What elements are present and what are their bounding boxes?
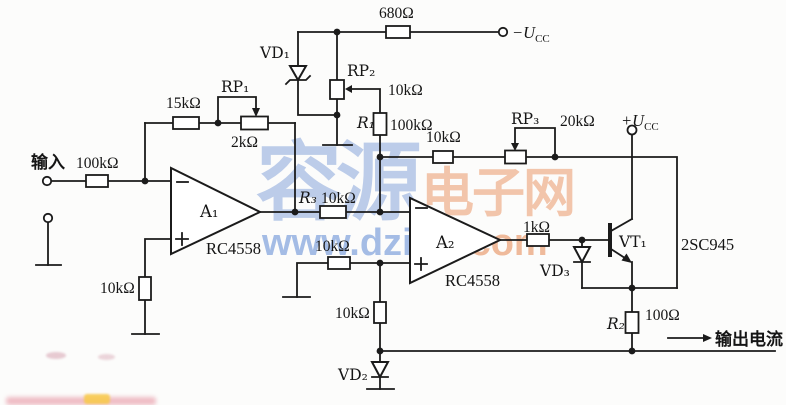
a2-triangle <box>409 196 503 285</box>
rp1-value: 2kΩ <box>231 134 258 151</box>
diode-vd3 <box>572 246 592 265</box>
resistor-r3-10k <box>319 205 347 219</box>
a1-name: A₁ <box>199 202 219 221</box>
input-label: 输入 <box>31 152 65 172</box>
input-terminal <box>41 175 53 187</box>
opamp-a1 <box>170 166 263 256</box>
a1-part: RC4558 <box>206 239 261 258</box>
resistor-feedback-15k <box>172 116 200 130</box>
diode-vd2 <box>370 361 390 380</box>
rp2-wiper-arrow <box>345 85 352 93</box>
resistor-a2-plus-10k <box>327 256 351 270</box>
r1-value: 100kΩ <box>390 117 433 134</box>
zener-vd1 <box>284 65 312 86</box>
resistor-r1-100k <box>372 112 388 136</box>
vt1-name: VT₁ <box>618 233 647 251</box>
neg-supply-label: −UCC <box>512 23 550 45</box>
sense-10k-value: 10kΩ <box>426 129 461 146</box>
r1-name: R₁ <box>356 114 375 132</box>
rp1-name: RP₁ <box>221 78 249 96</box>
rp3-name: RP₃ <box>511 110 539 128</box>
opamp-a2 <box>409 196 503 285</box>
vt1-collector <box>609 217 634 233</box>
potentiometer-rp2 <box>329 79 345 100</box>
wire-rp2-wiper-to-r1 <box>350 88 381 114</box>
resistor-r2-100 <box>624 311 640 334</box>
resistor-vd2-10k <box>373 301 387 324</box>
rp2-name: RP₂ <box>347 62 375 80</box>
components <box>41 25 712 380</box>
rp2-value: 10kΩ <box>388 82 423 99</box>
a1-triangle <box>170 166 263 256</box>
resistor-base-1k <box>526 233 550 247</box>
wire-a1-plus-branch <box>144 238 172 335</box>
labels: 输入 100kΩ 15kΩ RP₁ 2kΩ VD₁ 680Ω −UCC +UCC… <box>31 5 783 384</box>
rp3-value: 20kΩ <box>560 113 595 130</box>
vd1-cathode-bar <box>284 74 312 86</box>
feedback-15k-value: 15kΩ <box>166 95 201 112</box>
resistor-sense-10k <box>432 150 454 164</box>
potentiometer-rp1 <box>240 115 269 131</box>
a2-name: A₂ <box>435 233 455 252</box>
resistor-input-100k <box>85 174 109 188</box>
neg-supply-terminal <box>497 26 509 38</box>
vd1-name: VD₁ <box>259 44 290 62</box>
wire-sense-feedback-rail <box>379 156 678 289</box>
rp1-wiper-arrow <box>252 108 260 117</box>
a1-plus-10k-value: 10kΩ <box>100 280 135 297</box>
a1-plus-sign <box>175 232 189 246</box>
vd3-triangle <box>572 246 592 265</box>
r3-name: R₃ <box>298 189 317 207</box>
r2-value: 100Ω <box>645 307 680 324</box>
output-label: 输出电流 <box>715 329 783 349</box>
input-resistor-value: 100kΩ <box>76 155 119 172</box>
r2-name: R₂ <box>606 315 625 333</box>
vd2-triangle <box>370 361 390 380</box>
resistor-a1-plus-10k <box>138 276 152 301</box>
resistor-680-value: 680Ω <box>379 5 414 22</box>
a2-part: RC4558 <box>445 271 500 290</box>
transistor-vt1 <box>608 217 634 289</box>
vd2-10k-value: 10kΩ <box>335 305 370 322</box>
pos-supply-label: +UCC <box>621 111 659 133</box>
wire-a2-plus-input <box>296 262 411 298</box>
wire-vd1-branch <box>297 31 338 116</box>
base-1k-value: 1kΩ <box>523 219 550 236</box>
ground-terminal <box>42 212 54 224</box>
vd3-name: VD₃ <box>539 262 570 280</box>
r3-value: 10kΩ <box>321 190 356 207</box>
pos-supply-terminal <box>626 124 638 136</box>
vt1-part: 2SC945 <box>681 235 734 254</box>
a2-plus-10k-value: 10kΩ <box>315 238 350 255</box>
potentiometer-rp3 <box>504 149 527 165</box>
resistor-680 <box>385 25 411 39</box>
vd1-triangle <box>288 65 308 83</box>
output-arrowhead <box>703 334 712 342</box>
a2-plus-sign <box>414 257 428 271</box>
vd2-name: VD₂ <box>337 366 368 384</box>
junction-dots <box>141 28 636 355</box>
vt1-emitter-arrow <box>621 253 632 263</box>
rp3-wiper-arrow <box>511 143 519 151</box>
wire-rp1-wiper-loop <box>217 96 257 124</box>
wire-input-row <box>50 122 172 182</box>
